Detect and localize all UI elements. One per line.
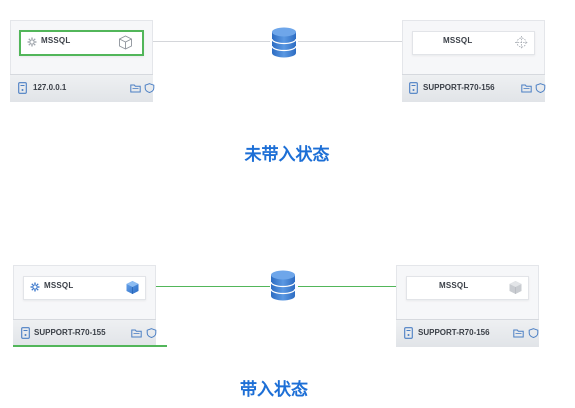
folder-icon[interactable] [513, 328, 524, 338]
gear-icon [27, 37, 37, 47]
gear-icon [30, 282, 40, 292]
shield-icon[interactable] [144, 83, 155, 93]
service-label: MSSQL [443, 36, 473, 45]
host-bar: SUPPORT-R70-156 [396, 319, 539, 347]
folder-icon[interactable] [131, 328, 142, 338]
service-card-mssql[interactable]: MSSQL [406, 276, 529, 300]
status-title: 未带入状态 [244, 145, 330, 165]
shield-icon[interactable] [528, 328, 539, 338]
server-icon [21, 327, 30, 339]
host-bar: SUPPORT-R70-155 [13, 319, 157, 347]
node-panel: MSSQL [402, 20, 545, 75]
node-panel: MSSQL [396, 265, 539, 320]
target-icon [515, 36, 528, 49]
source-node[interactable]: MSSQL 127.0.0.1 [10, 20, 155, 102]
connection-line-left [152, 286, 270, 287]
connection-line-right [298, 41, 416, 42]
database-icon [270, 270, 296, 301]
selected-underline [13, 345, 167, 347]
service-label: MSSQL [44, 281, 74, 290]
cube-filled-icon [126, 281, 139, 294]
node-panel: MSSQL [13, 265, 156, 320]
target-node[interactable]: MSSQL SUPPORT-R70-156 [402, 20, 546, 102]
host-label: SUPPORT-R70-156 [418, 328, 490, 337]
node-panel: MSSQL [10, 20, 153, 75]
source-node[interactable]: MSSQL SUPPORT-R70-155 [13, 265, 157, 347]
service-card-mssql[interactable]: MSSQL [23, 276, 146, 300]
shield-icon[interactable] [146, 328, 157, 338]
connection-line-left [150, 41, 270, 42]
server-icon [404, 327, 413, 339]
host-label: SUPPORT-R70-156 [423, 83, 495, 92]
connection-line-right [298, 286, 411, 287]
cube-outline-icon [119, 35, 132, 50]
service-label: MSSQL [439, 281, 469, 290]
status-title: 带入状态 [240, 380, 308, 400]
host-bar: 127.0.0.1 [10, 74, 155, 102]
service-card-mssql[interactable]: MSSQL [412, 31, 535, 55]
cube-gray-icon [509, 281, 522, 294]
folder-icon[interactable] [130, 83, 141, 93]
host-label: SUPPORT-R70-155 [34, 328, 106, 337]
target-node[interactable]: MSSQL SUPPORT-R70-156 [396, 265, 539, 347]
host-label: 127.0.0.1 [33, 83, 67, 92]
server-icon [409, 82, 418, 94]
host-bar: SUPPORT-R70-156 [402, 74, 546, 102]
folder-icon[interactable] [521, 83, 532, 93]
server-icon [18, 82, 27, 94]
database-icon [271, 27, 297, 58]
service-card-mssql[interactable]: MSSQL [19, 30, 144, 56]
service-label: MSSQL [41, 36, 71, 45]
shield-icon[interactable] [535, 83, 546, 93]
